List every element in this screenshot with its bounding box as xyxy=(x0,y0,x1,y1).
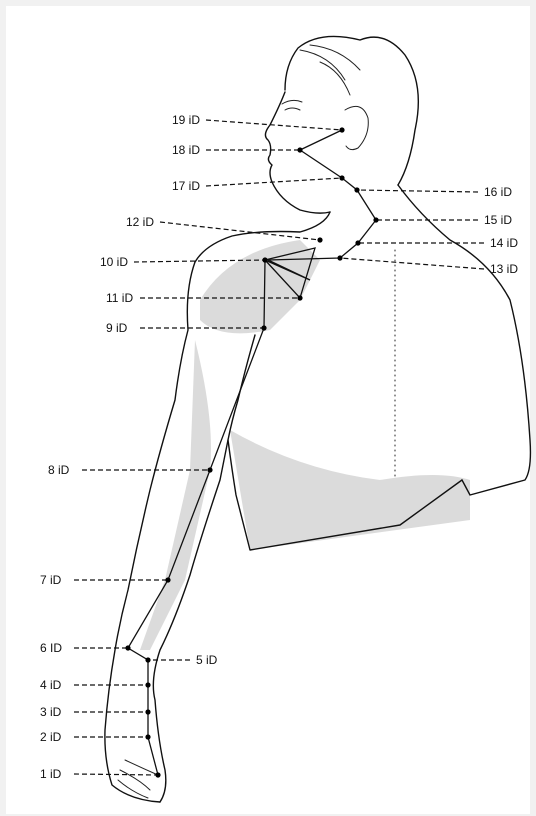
label-p19: 19 iD xyxy=(172,113,200,127)
acupoint-p16 xyxy=(354,187,359,192)
label-p9: 9 iD xyxy=(106,321,128,335)
acupoint-p2 xyxy=(145,734,150,739)
acupoint-p3 xyxy=(145,709,150,714)
label-p6: 6 ID xyxy=(40,641,62,655)
acupoint-p7 xyxy=(165,577,170,582)
label-p15: 15 iD xyxy=(484,213,512,227)
acupoint-p11 xyxy=(297,295,302,300)
acupoint-p8 xyxy=(207,467,212,472)
acupoint-p17 xyxy=(339,175,344,180)
acupoint-p1 xyxy=(155,772,160,777)
label-p14: 14 iD xyxy=(490,236,518,250)
acupoint-p9 xyxy=(261,325,266,330)
label-p13: 13 iD xyxy=(490,262,518,276)
acupoint-p19 xyxy=(339,127,344,132)
label-p2: 2 iD xyxy=(40,730,62,744)
label-p17: 17 iD xyxy=(172,179,200,193)
label-p10: 10 iD xyxy=(100,255,128,269)
acupoint-p18 xyxy=(297,147,302,152)
acupoint-p10 xyxy=(262,257,267,262)
acupoint-p5 xyxy=(145,657,150,662)
label-p3: 3 iD xyxy=(40,705,62,719)
label-p4: 4 iD xyxy=(40,678,62,692)
label-p18: 18 iD xyxy=(172,143,200,157)
acupoint-p4 xyxy=(145,682,150,687)
acupoint-p6 xyxy=(125,645,130,650)
acupoint-p13 xyxy=(337,255,342,260)
label-p5: 5 iD xyxy=(196,653,218,667)
label-p8: 8 iD xyxy=(48,463,70,477)
acupoint-p12 xyxy=(317,237,322,242)
acupoint-p15 xyxy=(373,217,378,222)
label-p1: 1 iD xyxy=(40,767,62,781)
label-p7: 7 iD xyxy=(40,573,62,587)
acupoint-p14 xyxy=(355,240,360,245)
label-p12: 12 iD xyxy=(126,215,154,229)
label-p11: 11 iD xyxy=(106,291,133,305)
label-p16: 16 iD xyxy=(484,185,512,199)
